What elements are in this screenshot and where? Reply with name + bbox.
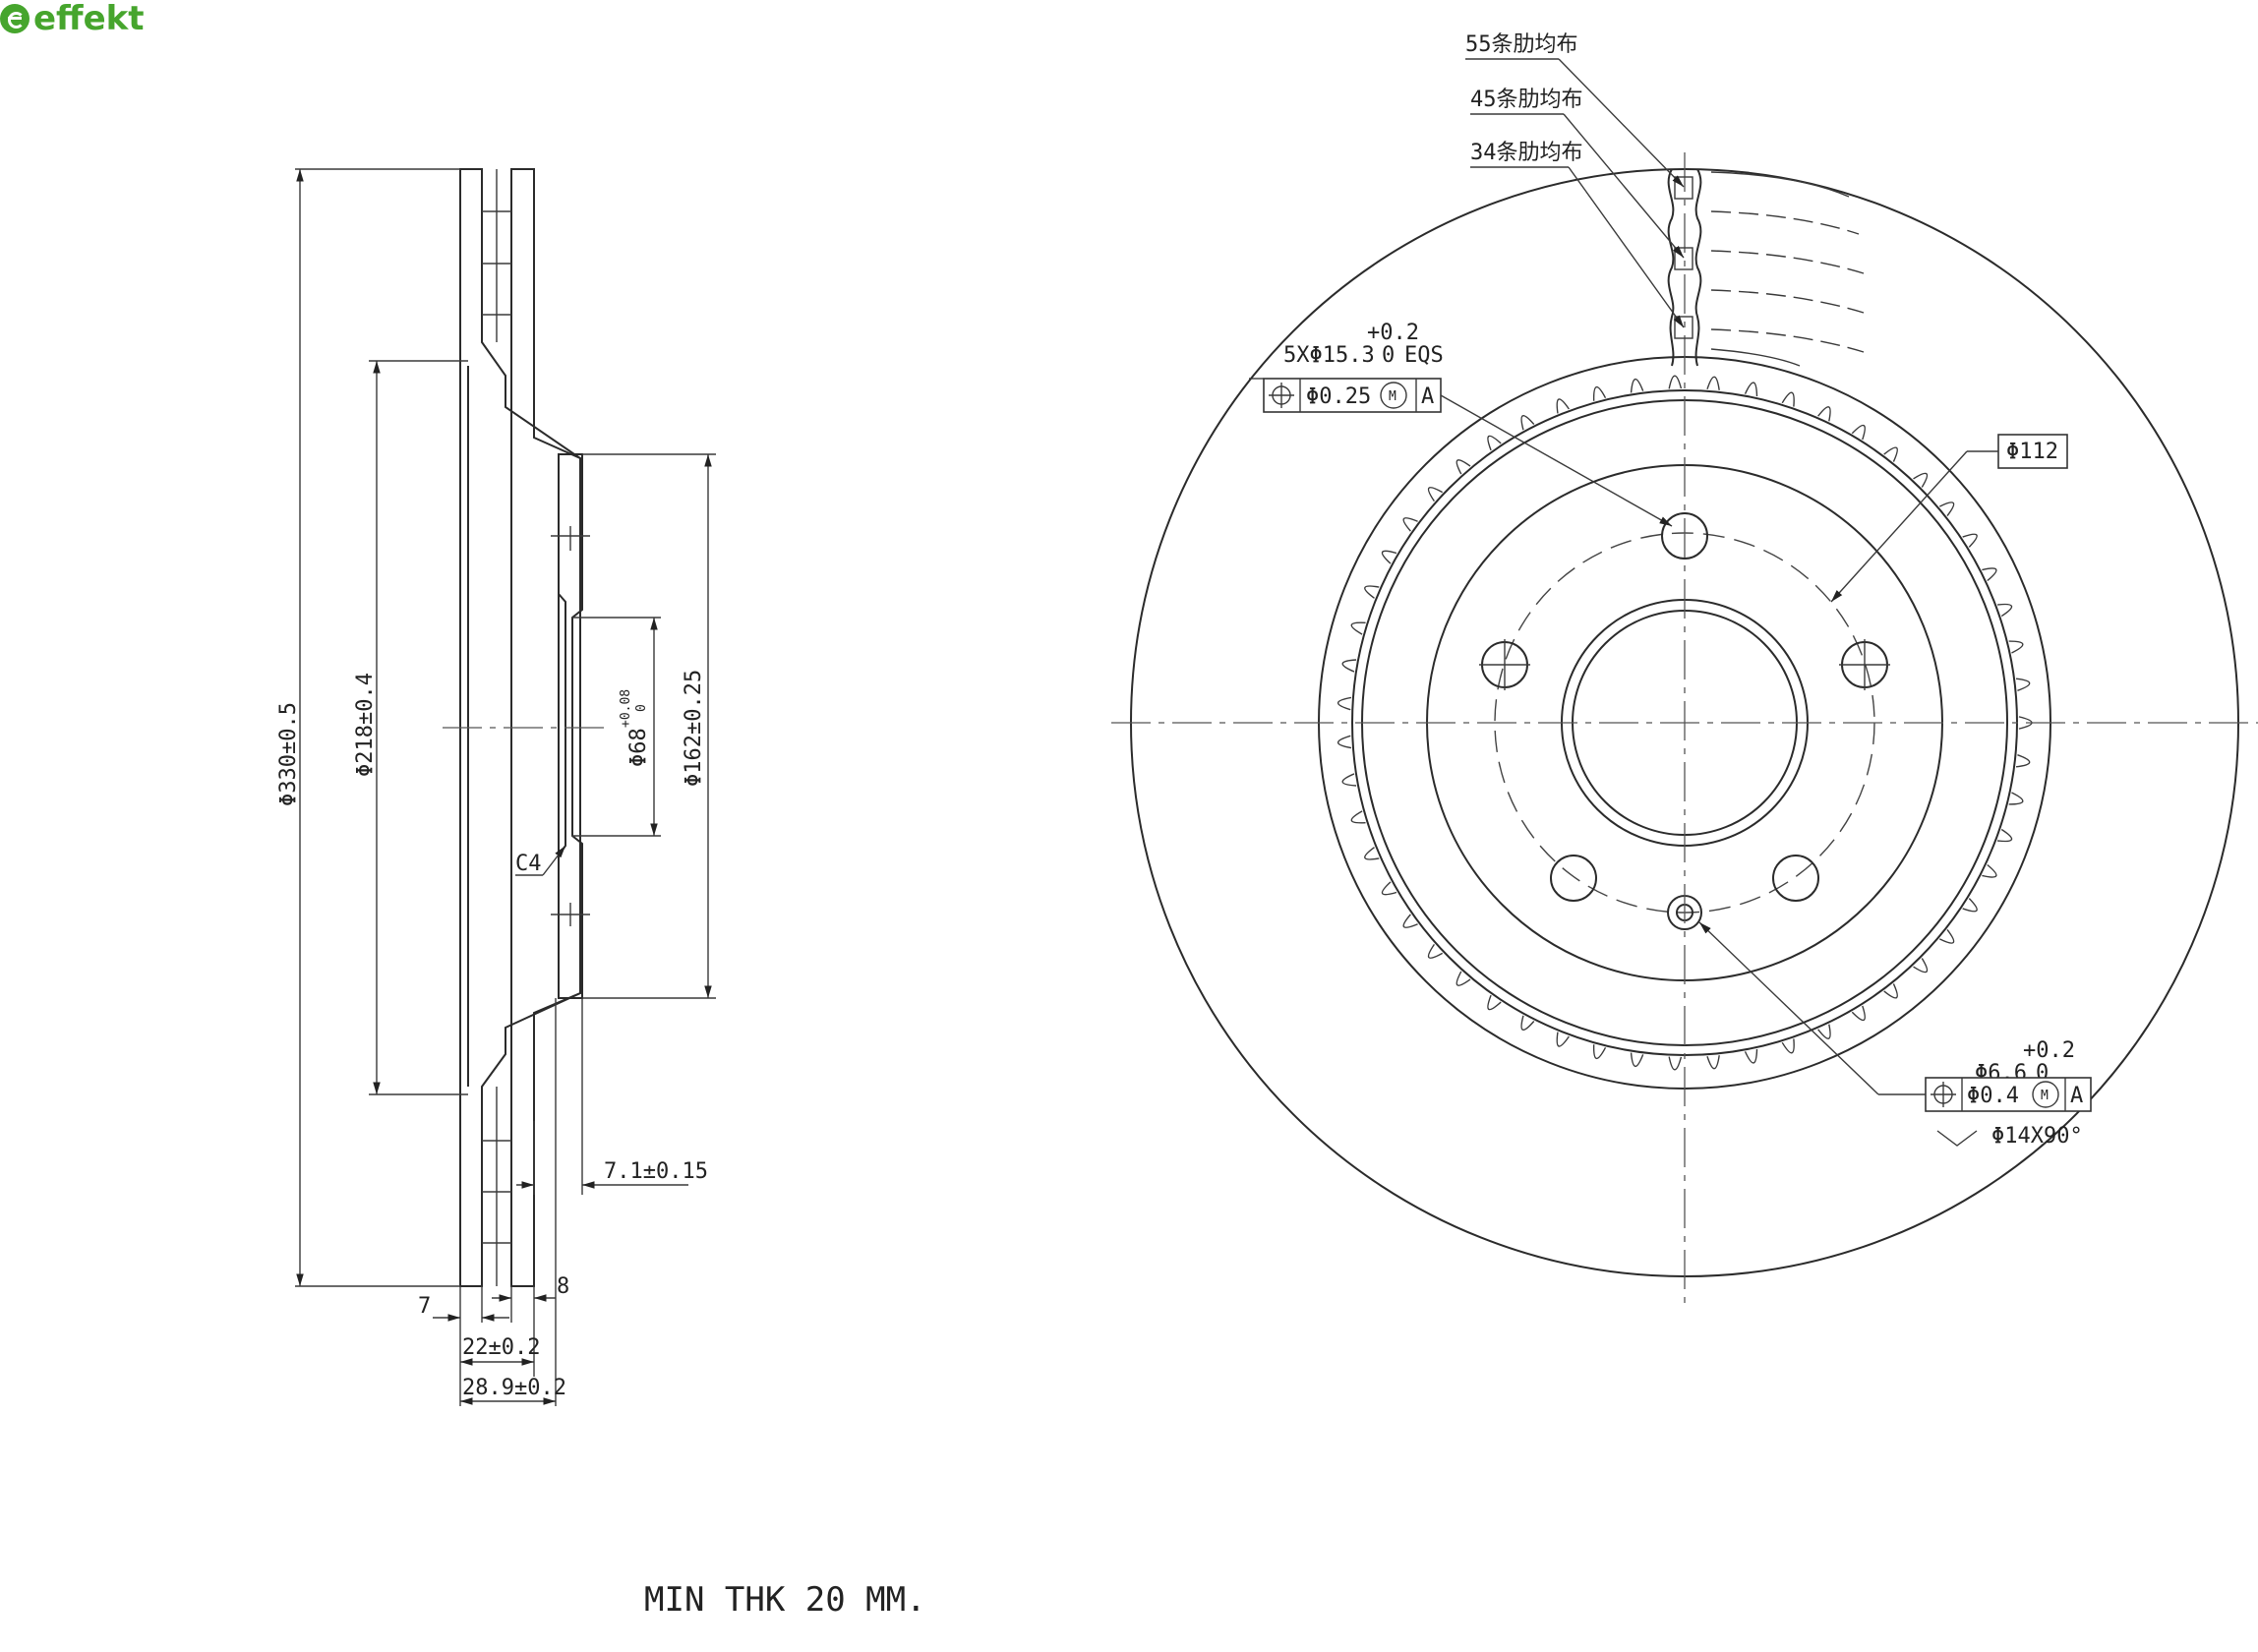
cooling-rib [1668,1056,1683,1071]
cooling-rib [1427,943,1444,959]
fcf1-tolerance: Φ0.25 [1306,384,1371,409]
rib-note-45: 45条肋均布 [1470,88,1583,112]
cooling-rib [1938,502,1955,516]
cooling-rib [1381,550,1397,564]
cooling-rib [1350,621,1366,635]
cooling-rib [1556,398,1570,414]
feature-control-frame-small-hole: Φ0.4 M A [1925,1077,2092,1112]
cooling-rib [1997,603,2013,618]
fcf1-modifier: M [1389,389,1396,404]
right-friction-plate [510,168,581,1287]
dim-center-bore: Φ68 [626,728,651,767]
dim-hat-wall: 7.1±0.15 [604,1159,708,1184]
rib-detail [1667,168,1865,367]
cooling-rib [1381,881,1397,896]
front-view: 55条肋均布 45条肋均布 34条肋均布 5XΦ15.3 +0.2 0 EQS … [1111,32,2258,1308]
cooling-rib [1744,1048,1758,1064]
fcf2-tolerance: Φ0.4 [1967,1084,2019,1108]
cooling-rib [1913,958,1929,974]
cooling-rib [1487,994,1502,1011]
cooling-rib [1997,828,2013,843]
bolt-hole [1661,512,1708,560]
cooling-rib [1781,1038,1795,1054]
bolt-holes-tol-lower: 0 [1382,343,1395,368]
cooling-rib [1520,1015,1535,1031]
feature-control-frame-bolts: Φ0.25 M A [1263,378,1442,413]
cooling-rib [1744,382,1758,397]
cooling-rib [1706,376,1720,390]
fcf2-modifier: M [2041,1089,2049,1103]
chamfer-label: C4 [515,852,542,876]
cooling-rib [1883,446,1898,462]
cooling-rib [1364,585,1380,599]
pcd-label: Φ112 [2006,440,2058,464]
effekt-logo: effekt [0,0,145,38]
small-hole-tol-upper: +0.2 [2023,1038,2075,1063]
bolt-holes-tol-upper: +0.2 [1367,321,1419,345]
cooling-rib [1913,472,1929,488]
dim-plate-left: 7 [418,1294,431,1319]
cooling-rib [1341,773,1357,787]
fcf2-datum: A [2070,1084,2083,1108]
cooling-rib [1520,415,1535,431]
cooling-rib [1337,696,1352,711]
cooling-rib [2015,678,2031,691]
section-view: Φ330±0.5 Φ218±0.4 Φ68 +0.08 0 Φ162±0.25 … [276,168,716,1406]
dim-thickness: 22±0.2 [462,1335,540,1360]
dim-plate-right: 8 [557,1274,569,1299]
cooling-rib [1592,1044,1607,1060]
cooling-rib [1668,375,1683,389]
effekt-logo-icon [0,4,30,33]
cooling-rib [1487,435,1502,451]
cooling-rib [2008,640,2024,654]
cooling-rib [1456,459,1471,475]
cooling-rib [1883,983,1898,999]
cooling-rib [1341,659,1357,673]
cooling-rib [1982,567,1997,582]
cooling-rib [1630,1052,1644,1068]
fcf1-datum: A [1421,384,1434,409]
cooling-rib [1851,424,1866,441]
dim-friction-inner-diameter: Φ218±0.4 [353,673,378,777]
cooling-rib [1706,1055,1720,1070]
cooling-rib [1817,406,1831,422]
cooling-rib [2015,754,2031,768]
rib-note-34: 34条肋均布 [1470,141,1583,165]
vent-channels [482,169,511,1286]
bolt-hole [1550,855,1597,902]
cooling-rib [1962,533,1978,548]
cooling-rib [1592,385,1607,401]
cooling-rib [1427,487,1444,502]
cooling-rib [2008,792,2024,805]
cooling-rib [1456,971,1471,986]
cooling-rib [1630,378,1644,393]
cooling-rib [1402,914,1418,928]
cooling-rib [1817,1024,1831,1039]
cooling-rib [1402,517,1418,532]
cooling-rib [1364,847,1380,860]
min-thickness-note: MIN THK 20 MM. [644,1580,926,1620]
bolt-hole [1772,855,1819,902]
dim-center-bore-tol-lower: 0 [634,704,649,712]
countersink-label: Φ14X90° [1991,1124,2083,1149]
bolt-holes-callout: 5XΦ15.3 [1283,343,1375,368]
cooling-rib [1781,391,1795,407]
rib-note-55: 55条肋均布 [1465,32,1578,57]
dim-center-bore-tol-upper: +0.08 [619,689,633,728]
cooling-rib [1962,898,1978,913]
cooling-rib [1337,735,1352,749]
dim-hat-diameter: Φ162±0.25 [682,670,706,787]
cooling-ribs [1337,375,2033,1071]
cooling-rib [1556,1032,1570,1047]
dim-outer-diameter: Φ330±0.5 [276,702,301,806]
cooling-rib [1851,1005,1866,1022]
bolt-holes-suffix: EQS [1404,343,1444,368]
cooling-rib [1938,929,1955,944]
effekt-logo-text: effekt [33,0,145,38]
cooling-rib [1350,810,1366,824]
dim-total-height: 28.9±0.2 [462,1376,566,1400]
cooling-rib [1982,863,1997,878]
